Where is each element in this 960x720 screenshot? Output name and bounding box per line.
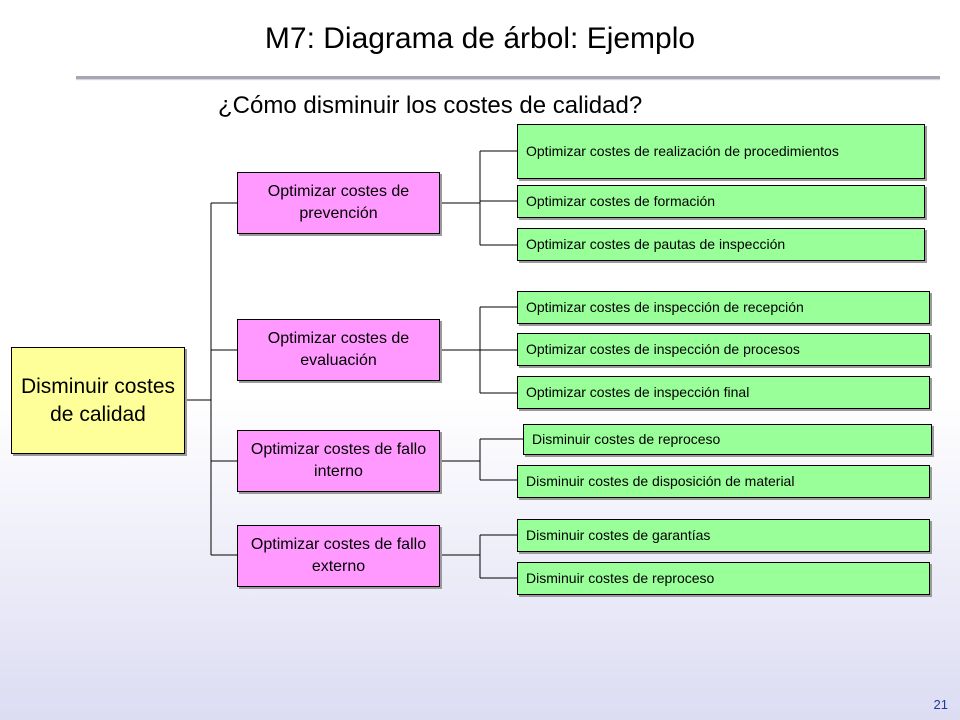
leaf-node: Optimizar costes de inspección final [517, 376, 930, 409]
branch-node-internal-failure: Optimizar costes de fallo interno [237, 430, 440, 492]
title-divider [76, 76, 940, 79]
leaf-node: Optimizar costes de realización de proce… [517, 124, 925, 179]
branch-4-connector [440, 534, 517, 579]
leaf-node: Disminuir costes de reproceso [517, 562, 930, 595]
branch-3-connector [440, 438, 523, 481]
root-connector [185, 202, 237, 556]
leaf-node: Disminuir costes de disposición de mater… [517, 465, 930, 498]
leaf-node: Optimizar costes de inspección de recepc… [517, 291, 930, 324]
leaf-node: Optimizar costes de formación [517, 185, 925, 218]
branch-1-connector [440, 150, 517, 246]
branch-node-external-failure: Optimizar costes de fallo externo [237, 525, 440, 587]
branch-node-prevention: Optimizar costes de prevención [237, 172, 440, 234]
leaf-node: Optimizar costes de pautas de inspección [517, 228, 925, 261]
page-number: 21 [933, 697, 948, 712]
slide-title: M7: Diagrama de árbol: Ejemplo [264, 22, 696, 55]
leaf-node: Optimizar costes de inspección de proces… [517, 333, 930, 366]
leaf-node: Disminuir costes de garantías [517, 519, 930, 552]
branch-2-connector [440, 306, 517, 394]
diagram-question: ¿Cómo disminuir los costes de calidad? [218, 92, 643, 119]
leaf-node: Disminuir costes de reproceso [523, 424, 932, 455]
root-node: Disminuir costes de calidad [11, 347, 185, 454]
branch-node-evaluation: Optimizar costes de evaluación [237, 319, 440, 381]
